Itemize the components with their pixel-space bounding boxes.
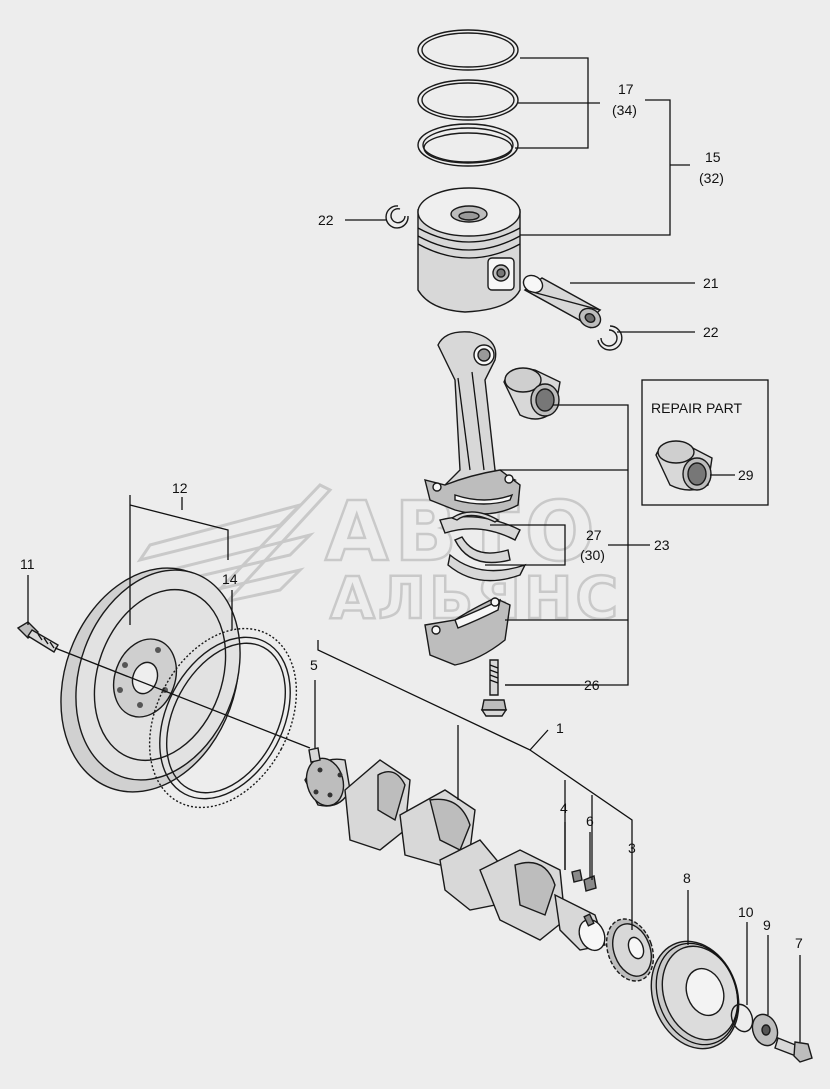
snap-ring-right bbox=[597, 325, 623, 351]
callout-27: 27 bbox=[586, 527, 602, 543]
rod-bearing-shells bbox=[439, 511, 527, 582]
woodruff-key-6 bbox=[583, 875, 597, 892]
callout-27-alt: (30) bbox=[580, 547, 605, 563]
callout-15-alt: (32) bbox=[699, 170, 724, 186]
pulley-bolt bbox=[774, 1037, 813, 1063]
piston-pin bbox=[522, 274, 602, 329]
callout-10: 10 bbox=[738, 904, 754, 920]
callout-8: 8 bbox=[683, 870, 691, 886]
callout-26: 26 bbox=[584, 677, 600, 693]
ring-gear bbox=[148, 627, 298, 809]
callout-22-left: 22 bbox=[318, 212, 334, 228]
small-end-bushing bbox=[503, 367, 561, 420]
callout-29: 29 bbox=[738, 467, 754, 483]
dowel-pin bbox=[308, 747, 321, 763]
callout-11: 11 bbox=[20, 556, 35, 572]
callout-23: 23 bbox=[654, 537, 670, 553]
flywheel bbox=[60, 567, 241, 793]
repair-part-box: REPAIR PART bbox=[641, 379, 769, 506]
woodruff-key-4 bbox=[571, 869, 583, 883]
callout-15: 15 bbox=[705, 149, 721, 165]
washer bbox=[751, 1013, 779, 1047]
callout-4: 4 bbox=[560, 800, 568, 816]
snap-ring-left bbox=[385, 205, 409, 229]
o-ring bbox=[730, 1003, 754, 1033]
connecting-rod bbox=[424, 331, 521, 666]
callout-labels: 17 (34) 15 (32) 22 21 22 29 27 (30) 23 2… bbox=[20, 81, 803, 951]
callout-6: 6 bbox=[586, 813, 594, 829]
callout-14: 14 bbox=[222, 571, 238, 587]
callout-5: 5 bbox=[310, 657, 318, 673]
leader-lines bbox=[27, 57, 801, 1042]
rod-bolt bbox=[480, 659, 508, 717]
piston bbox=[417, 187, 521, 313]
callout-12: 12 bbox=[172, 480, 188, 496]
repair-part-title: REPAIR PART bbox=[651, 400, 742, 416]
callout-3: 3 bbox=[628, 840, 636, 856]
callout-22-right: 22 bbox=[703, 324, 719, 340]
callout-21: 21 bbox=[703, 275, 719, 291]
crank-gear bbox=[605, 918, 655, 982]
crankshaft bbox=[304, 757, 606, 952]
callout-9: 9 bbox=[763, 917, 771, 933]
crank-pulley bbox=[650, 940, 740, 1050]
flywheel-bolt bbox=[16, 621, 59, 653]
callout-17-alt: (34) bbox=[612, 102, 637, 118]
repair-bushing bbox=[655, 440, 713, 491]
callout-1: 1 bbox=[556, 720, 564, 736]
piston-rings bbox=[417, 29, 519, 167]
callout-7: 7 bbox=[795, 935, 803, 951]
callout-17: 17 bbox=[618, 81, 634, 97]
